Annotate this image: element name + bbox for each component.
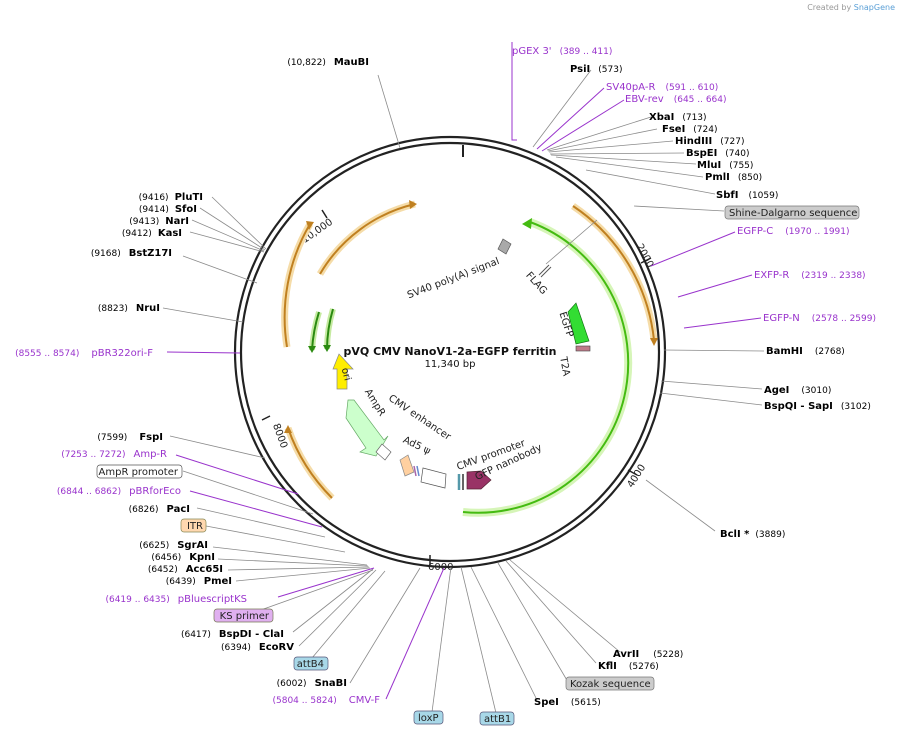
cmv-enhancer-label: CMV enhancer	[386, 393, 453, 443]
box-lines	[182, 470, 386, 659]
site-kasi: (9412)KasI	[122, 228, 182, 239]
site-spei: SpeI(5615)	[534, 697, 601, 708]
primer-pgex3: pGEX 3'(389 .. 411)	[512, 46, 612, 57]
site-paci: (6826)PacI	[129, 504, 190, 515]
primer-lines	[166, 42, 762, 700]
t2a-feature	[575, 345, 591, 352]
site-kpni: (6456)KpnI	[151, 552, 215, 563]
cmv-promoter-feature	[420, 467, 447, 489]
kozak-box	[565, 676, 655, 691]
site-bamhi: BamHI(2768)	[766, 346, 845, 357]
attb1-box	[479, 711, 515, 726]
orf-arcs	[281, 200, 658, 501]
site-xbai: XbaI(713)	[649, 112, 707, 123]
attb1-label: attB1	[484, 714, 511, 725]
site-nrui: (8823)NruI	[98, 303, 160, 314]
itr-label: ITR	[187, 521, 203, 532]
backbone	[233, 135, 667, 569]
itr-box	[180, 518, 207, 533]
primer-cmv-f: (5804 .. 5824)CMV-F	[272, 695, 380, 706]
ampr-label: AmpR	[362, 387, 387, 418]
ks-primer-box	[213, 608, 274, 623]
site-ecorv: (6394)EcoRV	[221, 642, 294, 653]
primer-pbluescriptks: (6419 .. 6435)pBluescriptKS	[105, 594, 247, 605]
attb4-label: attB4	[297, 659, 324, 670]
site-bstz17i: (9168)BstZ17I	[91, 248, 172, 259]
site-fsei: FseI(724)	[662, 124, 718, 135]
site-psii: PsiI(573)	[570, 64, 622, 75]
site-pmli: PmlI(850)	[705, 172, 762, 183]
snapgene-brand: SnapGene	[853, 3, 895, 12]
ks-primer-label: KS primer	[220, 611, 270, 622]
site-sgrai: (6625)SgrAI	[139, 540, 208, 551]
primer-amp-r: (7253 .. 7272)Amp-R	[61, 449, 167, 460]
site-kfli: KflI(5276)	[598, 661, 659, 672]
left-labels: (10,822)MauBI (9416)PluTI (9414)SfoI (94…	[15, 57, 380, 706]
loxp-label: loxP	[418, 713, 439, 724]
cmv-enhancer-feature	[375, 443, 392, 461]
right-labels: pGEX 3'(389 .. 411) PsiI(573) SV40pA-R(5…	[413, 46, 876, 726]
flag-label: FLAG	[523, 270, 549, 297]
loxp-box	[413, 710, 444, 725]
site-mlui: MluI(755)	[697, 160, 753, 171]
shine-dalgarno-label: Shine-Dalgarno sequence	[729, 208, 857, 219]
plasmid-name: pVQ CMV NanoV1-2a-EGFP ferritin	[344, 345, 557, 358]
primer-egfp-n: EGFP-N(2578 .. 2599)	[763, 313, 876, 324]
site-sbfi: SbfI(1059)	[716, 190, 778, 201]
ruler-4000: 4000	[626, 463, 649, 490]
sv40-polya-feature	[497, 238, 512, 255]
ampr-promoter-label: AmpR promoter	[99, 467, 179, 478]
site-nari: (9413)NarI	[129, 216, 189, 227]
site-avrii: AvrII(5228)	[613, 649, 683, 660]
primer-ebv-rev: EBV-rev(645 .. 664)	[625, 94, 727, 105]
ad5-feature	[399, 454, 415, 477]
site-bspei: BspEI(740)	[686, 148, 750, 159]
site-fspi: (7599)FspI	[97, 432, 163, 443]
plasmid-title: pVQ CMV NanoV1-2a-EGFP ferritin 11,340 b…	[344, 345, 557, 370]
site-pluti: (9416)PluTI	[139, 192, 203, 203]
kozak-label: Kozak sequence	[570, 679, 651, 690]
site-agei: AgeI(3010)	[764, 385, 831, 396]
ampr-feature	[345, 399, 389, 457]
site-pmei: (6439)PmeI	[166, 576, 232, 587]
site-bspqi-sapi: BspQI - SapI(3102)	[764, 401, 871, 412]
shine-dalgarno-box	[724, 205, 860, 220]
site-snabi: (6002)SnaBI	[277, 678, 347, 689]
flag-feature	[538, 264, 550, 276]
site-hindiii: HindIII(727)	[675, 136, 744, 147]
sv40-polya-label: SV40 poly(A) signal	[406, 256, 501, 301]
primer-pbrforeco: (6844 .. 6862)pBRforEco	[57, 486, 181, 497]
ruler-8000: 8000	[270, 422, 289, 450]
gfp-nanobody-feature	[466, 470, 492, 490]
credit-prefix: Created by	[807, 3, 852, 12]
plasmid-size: 11,340 bp	[425, 359, 476, 370]
primer-sv40pa-r: SV40pA-R(591 .. 610)	[606, 82, 718, 93]
primer-pbr322ori-f: (8555 .. 8574)pBR322ori-F	[15, 348, 153, 359]
egfp-feature	[567, 302, 590, 345]
ad5-label: Ad5 ψ	[401, 435, 432, 457]
site-sfoi: (9414)SfoI	[139, 204, 197, 215]
attb4-box	[293, 656, 329, 671]
site-bcli: BclI *(3889)	[720, 529, 785, 540]
ori-label: ori	[339, 367, 353, 382]
site-bspdi-clai: (6417)BspDI - ClaI	[181, 629, 284, 640]
primer-exfp-r: EXFP-R(2319 .. 2338)	[754, 270, 866, 281]
site-maubi: (10,822)MauBI	[287, 57, 369, 68]
credit: Created by SnapGene	[807, 3, 895, 12]
primer-egfp-c: EGFP-C(1970 .. 1991)	[737, 226, 850, 237]
ampr-promoter-box	[96, 464, 183, 479]
inner-features	[332, 238, 591, 490]
green-arc	[462, 218, 633, 517]
site-acc65i: (6452)Acc65I	[148, 564, 223, 575]
ori-feature	[332, 353, 354, 390]
leader-lines	[162, 69, 765, 714]
ruler-6000: 6000	[428, 562, 453, 573]
t2a-label: T2A	[557, 355, 571, 377]
